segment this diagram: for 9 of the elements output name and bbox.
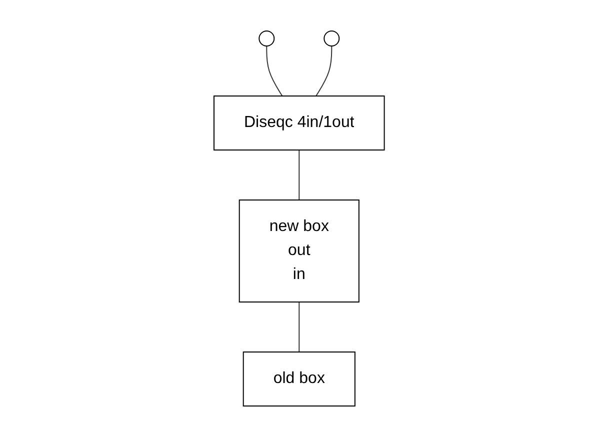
connector xyxy=(299,150,300,200)
node-circle xyxy=(259,30,275,46)
node-circle xyxy=(324,30,340,46)
node-box: old box xyxy=(243,352,356,406)
node-box: new box out in xyxy=(239,200,360,302)
connector xyxy=(299,302,300,352)
connector xyxy=(266,46,284,96)
node-box: Diseqc 4in/1out xyxy=(214,96,386,150)
connector xyxy=(316,46,332,96)
